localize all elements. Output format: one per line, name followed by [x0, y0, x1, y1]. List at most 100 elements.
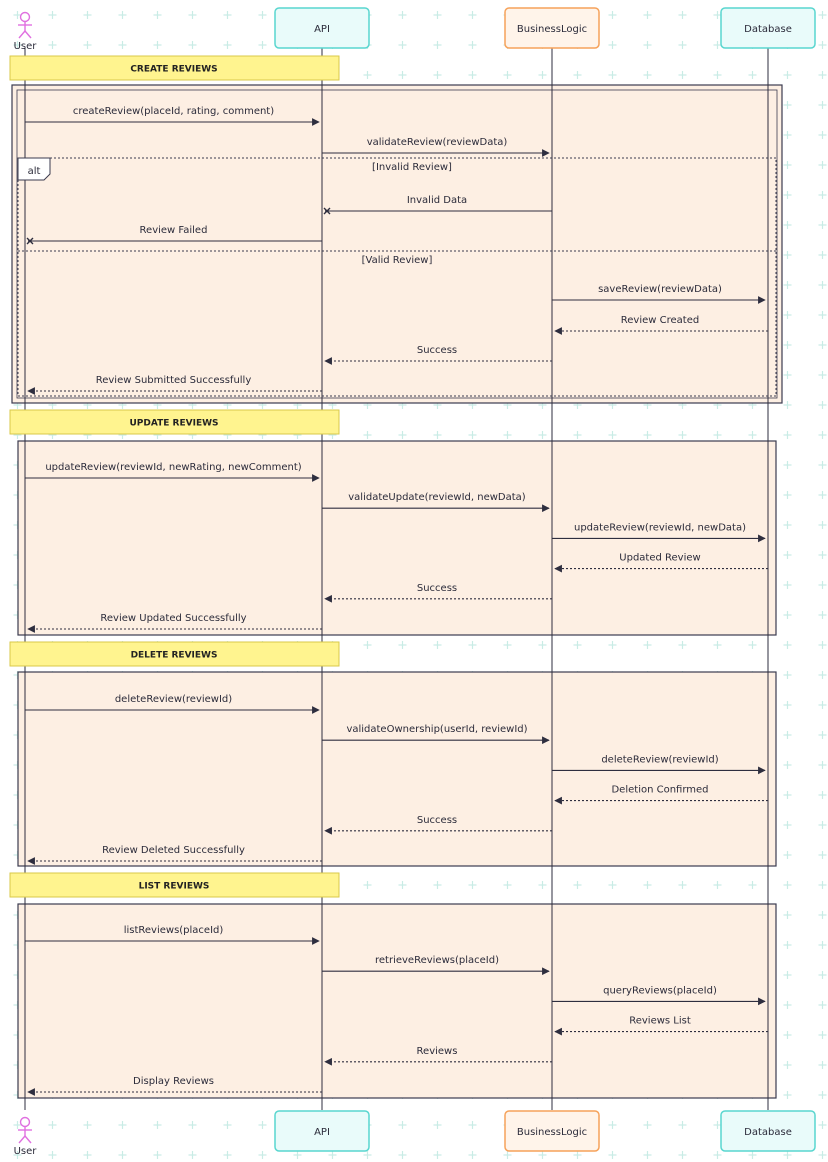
participant-api-bottom: API: [274, 1110, 370, 1152]
user-icon: [18, 1116, 32, 1144]
message-invalid-2: Review Failed: [26, 225, 322, 245]
participant-label-db: Database: [744, 24, 792, 35]
message-label: saveReview(reviewData): [598, 284, 722, 295]
message-sec3-1: deleteReview(reviewId): [25, 694, 320, 714]
message-label: Review Updated Successfully: [100, 613, 246, 624]
message-label: deleteReview(reviewId): [115, 694, 232, 705]
message-sec3-5: Success: [324, 815, 552, 835]
alt-tab: alt: [17, 157, 51, 181]
participant-db-top: Database: [720, 7, 816, 49]
message-label: Review Submitted Successfully: [96, 375, 252, 386]
participant-box-api: [274, 7, 370, 49]
message-label: updateReview(reviewId, newRating, newCom…: [45, 462, 301, 473]
user-icon: [18, 11, 32, 39]
participant-label-user: User: [14, 1146, 38, 1157]
section-box-3: [17, 671, 777, 867]
participant-box-db: [720, 1110, 816, 1152]
message-sec2-3: updateReview(reviewId, newData): [552, 522, 766, 543]
message-label: updateReview(reviewId, newData): [574, 522, 746, 533]
participant-bl-top: BusinessLogic: [504, 7, 600, 49]
message-label: Success: [417, 583, 457, 594]
cross-icon: [323, 207, 331, 215]
message-invalid-1: Invalid Data: [323, 195, 552, 215]
participant-label-bl: BusinessLogic: [517, 1127, 587, 1138]
section-backgrounds: [11, 84, 783, 1099]
participant-box-bl: [504, 7, 600, 49]
message-label: validateUpdate(reviewId, newData): [348, 492, 526, 503]
section-box-1: [11, 84, 783, 404]
message-label: Reviews List: [629, 1016, 691, 1027]
participant-label-bl: BusinessLogic: [517, 24, 587, 35]
message-label: retrieveReviews(placeId): [375, 955, 499, 966]
message-sec4-3: queryReviews(placeId): [552, 985, 766, 1006]
participant-bl-bottom: BusinessLogic: [504, 1110, 600, 1152]
participant-box-db: [720, 7, 816, 49]
message-sec4-5: Reviews: [324, 1046, 552, 1066]
message-sec3-6: Review Deleted Successfully: [27, 845, 322, 865]
message-label: Review Failed: [140, 225, 208, 236]
message-sec3-2: validateOwnership(userId, reviewId): [322, 724, 550, 745]
section-note-3: DELETE REVIEWS: [9, 641, 340, 667]
message-valid-2: Review Created: [554, 315, 768, 335]
alt-condition-invalid: [Invalid Review]: [372, 162, 452, 173]
section-notes: CREATE REVIEWS UPDATE REVIEWS DELETE REVIE…: [9, 55, 340, 898]
note-label: CREATE REVIEWS: [130, 65, 217, 75]
message-sec4-1: listReviews(placeId): [25, 925, 320, 945]
message-sec4-4: Reviews List: [554, 1016, 768, 1036]
cross-icon: [26, 237, 34, 245]
alt-frame: [17, 157, 777, 397]
participant-label-api: API: [314, 1127, 330, 1138]
message-sec2-1: updateReview(reviewId, newRating, newCom…: [25, 462, 320, 482]
message-label: queryReviews(placeId): [603, 985, 717, 996]
actor-user-bottom: User: [14, 1116, 38, 1157]
section-note-2: UPDATE REVIEWS: [9, 409, 340, 435]
message-label: Review Deleted Successfully: [102, 845, 245, 856]
message-label: deleteReview(reviewId): [601, 754, 718, 765]
actor-user-top: User: [14, 11, 38, 52]
message-valid-1: saveReview(reviewData): [552, 284, 766, 304]
user-leg-right: [24, 30, 32, 39]
message-sec2-5: Success: [324, 583, 552, 603]
participant-label-api: API: [314, 24, 330, 35]
note-box: [9, 55, 340, 81]
message-sec2-4: Updated Review: [554, 553, 768, 573]
message-sec4-2: retrieveReviews(placeId): [322, 955, 550, 976]
alt-condition-valid: [Valid Review]: [362, 255, 433, 266]
participant-label-db: Database: [744, 1127, 792, 1138]
alt-fragment: alt [Invalid Review] [Valid Review]: [17, 157, 777, 397]
message-valid-4: Review Submitted Successfully: [27, 375, 322, 395]
message-create-2: validateReview(reviewData): [322, 137, 550, 157]
messages: createReview(placeId, rating, comment) va…: [25, 106, 768, 1096]
lifelines: [24, 48, 769, 1110]
message-sec2-2: validateUpdate(reviewId, newData): [322, 492, 550, 513]
note-box: [9, 641, 340, 667]
user-leg-left: [18, 1135, 26, 1144]
message-label: validateOwnership(userId, reviewId): [346, 724, 527, 735]
message-sec2-6: Review Updated Successfully: [27, 613, 322, 633]
alt-tab-shape: [17, 157, 51, 181]
message-label: Updated Review: [619, 553, 700, 564]
participant-label-user: User: [14, 41, 38, 52]
message-label: Success: [417, 815, 457, 826]
message-sec3-4: Deletion Confirmed: [554, 785, 768, 805]
message-valid-3: Success: [324, 345, 552, 365]
message-label: Success: [417, 345, 457, 356]
message-label: Review Created: [621, 315, 699, 326]
note-box: [9, 409, 340, 435]
message-label: Reviews: [417, 1046, 458, 1057]
message-label: Invalid Data: [407, 195, 467, 206]
user-leg-left: [18, 30, 26, 39]
message-sec4-6: Display Reviews: [27, 1076, 322, 1096]
alt-label: alt: [28, 166, 41, 177]
message-create-1: createReview(placeId, rating, comment): [25, 106, 320, 126]
section-box-1-inner: [16, 89, 778, 399]
participant-box-bl: [504, 1110, 600, 1152]
note-box: [9, 872, 340, 898]
section-note-1: CREATE REVIEWS: [9, 55, 340, 81]
message-label: Deletion Confirmed: [611, 785, 708, 796]
section-note-4: LIST REVIEWS: [9, 872, 340, 898]
message-label: Display Reviews: [133, 1076, 214, 1087]
message-label: createReview(placeId, rating, comment): [73, 106, 274, 117]
